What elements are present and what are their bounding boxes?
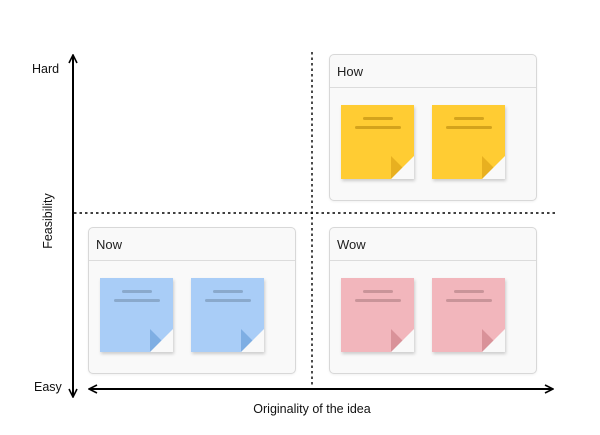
sticky-note[interactable] (100, 278, 173, 352)
sticky-note-line (354, 126, 401, 129)
x-axis-title: Originality of the idea (253, 402, 371, 416)
corner-cutout (391, 329, 414, 352)
sticky-note-line (121, 290, 152, 293)
sticky-note[interactable] (432, 278, 505, 352)
sticky-note-line (362, 117, 393, 120)
sticky-note-line (204, 299, 251, 302)
corner-cutout (391, 156, 414, 179)
sticky-note[interactable] (341, 105, 414, 179)
corner-cutout (482, 156, 505, 179)
y-axis-top-label: Hard (32, 62, 60, 76)
quadrant-how-title: How (330, 55, 536, 88)
sticky-note-line (453, 117, 484, 120)
sticky-note-line (354, 299, 401, 302)
corner-cutout (150, 329, 173, 352)
sticky-note-line (445, 126, 492, 129)
sticky-note[interactable] (432, 105, 505, 179)
sticky-note-line (113, 299, 160, 302)
y-axis-bottom-label: Easy (34, 380, 62, 394)
sticky-note-line (445, 299, 492, 302)
sticky-note-line (362, 290, 393, 293)
corner-cutout (241, 329, 264, 352)
quadrant-now-title: Now (89, 228, 295, 261)
corner-cutout (482, 329, 505, 352)
sticky-note[interactable] (341, 278, 414, 352)
sticky-note[interactable] (191, 278, 264, 352)
sticky-note-line (453, 290, 484, 293)
quadrant-how[interactable]: How (329, 54, 537, 201)
quadrant-wow-title: Wow (330, 228, 536, 261)
sticky-note-line (212, 290, 243, 293)
quadrant-wow[interactable]: Wow (329, 227, 537, 374)
y-axis-title: Feasibility (41, 193, 55, 249)
quadrant-now[interactable]: Now (88, 227, 296, 374)
